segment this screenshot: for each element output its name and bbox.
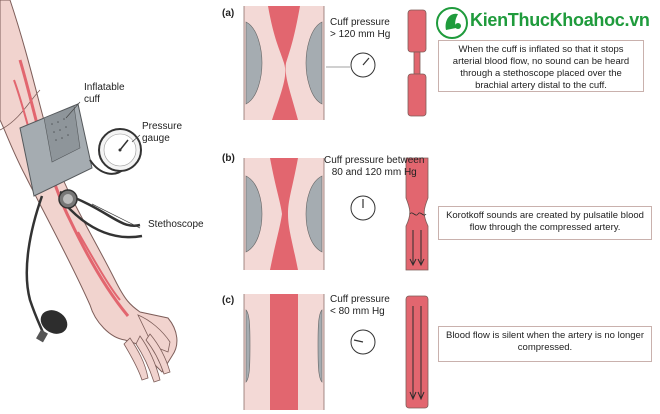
arm (0, 0, 178, 383)
panel-a-vessel (243, 6, 325, 120)
watermark-text: KienThucKhoahoc.vn (470, 10, 650, 30)
pressure-gauge (89, 128, 142, 175)
panel-b-letter: (b) (222, 153, 235, 164)
panel-a-gauge (350, 52, 376, 78)
panel-c-letter: (c) (222, 295, 235, 306)
pointer-lines (65, 101, 141, 229)
label-stethoscope: Stethoscope (148, 219, 204, 230)
cuff (19, 103, 93, 197)
label-pressure-gauge: Pressure gauge (142, 121, 183, 144)
watermark-logo (434, 4, 656, 42)
panel-b-tube (405, 157, 429, 271)
panel-b-gauge (350, 195, 376, 221)
panel-c-caption: Blood flow is silent when the artery is … (438, 326, 652, 362)
panel-c-gauge (350, 329, 376, 355)
panel-b-pressure-label: Cuff pressure between 80 and 120 mm Hg (324, 155, 425, 178)
panel-a-pressure-label: Cuff pressure > 120 mm Hg (330, 17, 391, 40)
panel-a-caption: When the cuff is inflated so that it sto… (438, 40, 644, 92)
label-inflatable-cuff: Inflatable cuff (84, 82, 125, 105)
panel-b-caption: Korotkoff sounds are created by pulsatil… (438, 206, 652, 240)
stethoscope (58, 189, 78, 209)
panel-a-letter: (a) (222, 8, 235, 19)
panel-c-tube (405, 295, 429, 409)
panel-c-pressure-label: Cuff pressure < 80 mm Hg (330, 294, 390, 317)
panel-a-tube (407, 9, 427, 117)
panel-c-vessel (243, 294, 325, 410)
panel-b-vessel (243, 158, 325, 270)
